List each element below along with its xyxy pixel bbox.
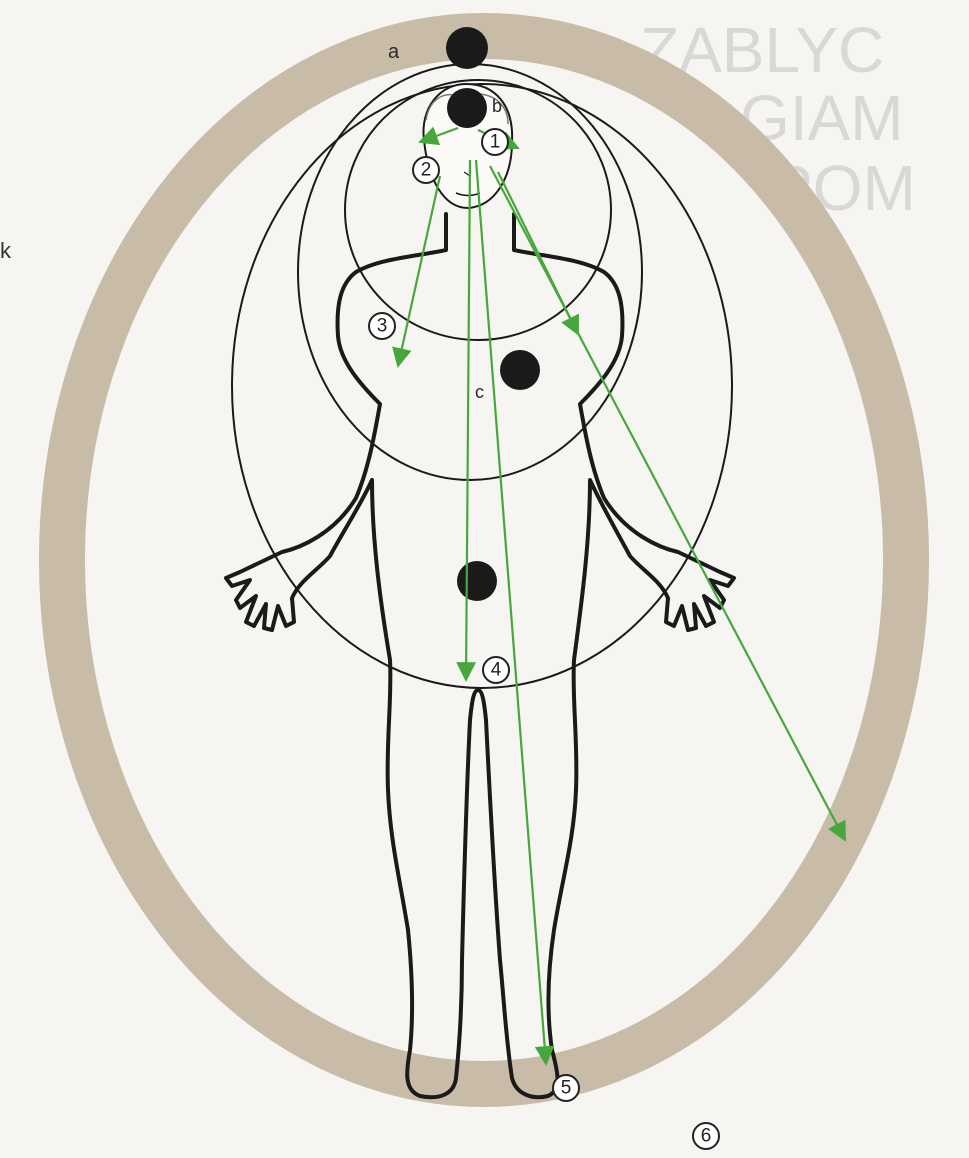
arrow-to-foot <box>476 160 546 1064</box>
marker-5: 5 <box>553 1075 579 1101</box>
crown-dot-inner <box>447 88 487 128</box>
marker-2-text: 2 <box>421 160 432 181</box>
label-a: a <box>388 41 400 63</box>
marker-4: 4 <box>483 657 509 683</box>
body-outline <box>226 214 734 1097</box>
marker-4-text: 4 <box>491 660 502 681</box>
label-c: c <box>475 382 484 402</box>
crown-dot-outer <box>446 27 488 69</box>
arrow-to-chest-left <box>398 176 440 366</box>
navel-dot <box>457 561 497 601</box>
marker-6: 6 <box>693 1123 719 1149</box>
marker-3-text: 3 <box>377 316 388 337</box>
arrow-to-groin <box>466 160 470 680</box>
heart-dot <box>500 350 540 390</box>
marker-3: 3 <box>369 313 395 339</box>
side-mark: k <box>0 238 11 264</box>
arrow-to-outer-ring <box>490 166 845 840</box>
marker-2: 2 <box>413 157 439 183</box>
marker-5-text: 5 <box>561 1078 572 1099</box>
label-b: b <box>492 96 502 116</box>
marker-6-text: 6 <box>701 1126 712 1147</box>
marker-1-text: 1 <box>490 132 501 153</box>
marker-1: 1 <box>482 129 508 155</box>
